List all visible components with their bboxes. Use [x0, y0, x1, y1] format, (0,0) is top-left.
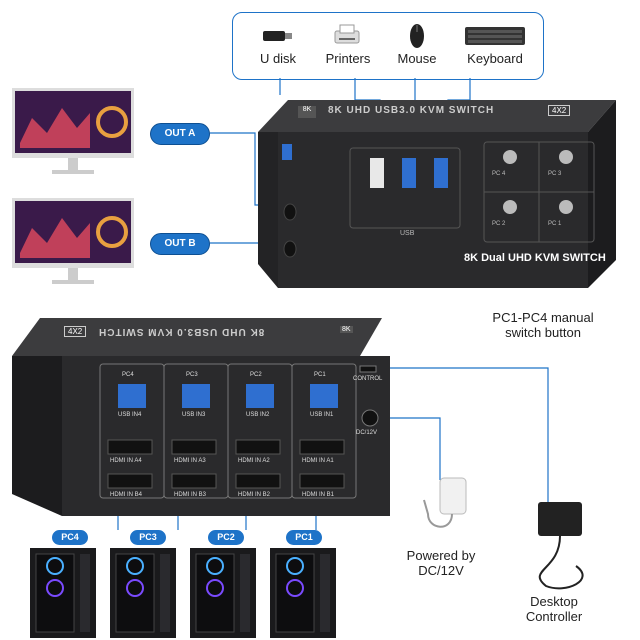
port-hdmi-b2-label: HDMI IN B2 [238, 492, 271, 498]
out-a-badge: OUT A [150, 123, 210, 145]
pc-towers [30, 548, 336, 638]
desktop-controller-icon [538, 502, 584, 590]
port-hdmi-a1-label: HDMI IN A1 [302, 458, 334, 464]
pc2-badge: PC2 [208, 530, 244, 545]
peripherals-panel: U disk Printers Mouse Keyboard [232, 12, 544, 80]
port-usb2-label: USB IN2 [246, 412, 270, 418]
out-b-badge: OUT B [150, 233, 210, 255]
control-label: CONTROL [353, 376, 383, 382]
monitor-b [12, 198, 136, 288]
port-usb1-label: USB IN1 [310, 412, 334, 418]
port-pc3-label: PC3 [186, 372, 198, 378]
manual-switch-callout: PC1-PC4 manual switch button [492, 310, 594, 340]
port-hdmi-b1-label: HDMI IN B1 [302, 492, 335, 498]
controller-callout: Desktop Controller [525, 594, 583, 624]
pc2-button-label: PC 2 [492, 221, 506, 227]
pc3-button-label: PC 3 [548, 171, 562, 177]
pc4-button-label: PC 4 [492, 171, 506, 177]
back-title: 8K UHD USB3.0 KVM SWITCH [98, 326, 265, 337]
pc4-badge: PC4 [52, 530, 88, 545]
peripheral-label-keyboard: Keyboard [467, 51, 523, 66]
port-hdmi-a3-label: HDMI IN A3 [174, 458, 206, 464]
front-model-badge: 4X2 [548, 105, 571, 116]
pc1-button-label: PC 1 [548, 221, 562, 227]
port-usb3-label: USB IN3 [182, 412, 206, 418]
mouse-icon [410, 24, 424, 48]
port-hdmi-a4-label: HDMI IN A4 [110, 458, 142, 464]
usb-label: USB [400, 230, 415, 237]
port-hdmi-a2-label: HDMI IN A2 [238, 458, 270, 464]
front-title: 8K UHD USB3.0 KVM SWITCH [328, 105, 495, 116]
back-model-badge: 4X2 [64, 326, 87, 337]
peripheral-label-printers: Printers [325, 51, 371, 66]
peripheral-label-udisk: U disk [259, 51, 297, 66]
peripheral-label-mouse: Mouse [397, 51, 437, 66]
power-adapter-icon [423, 477, 467, 528]
port-usb4-label: USB IN4 [118, 412, 142, 418]
keyboard-icon [465, 27, 525, 45]
power-callout: Powered by DC/12V [406, 548, 476, 578]
port-pc2-label: PC2 [250, 372, 262, 378]
kvm-back-unit: 8K UHD USB3.0 KVM SWITCH 4X2 8K PC4 USB … [10, 314, 392, 520]
pc3-badge: PC3 [130, 530, 166, 545]
port-pc4-label: PC4 [122, 372, 134, 378]
dc-label: DC/12V [356, 430, 378, 436]
brand-badge: 8K [298, 106, 316, 118]
pc1-badge: PC1 [286, 530, 322, 545]
port-hdmi-b3-label: HDMI IN B3 [174, 492, 207, 498]
port-pc1-label: PC1 [314, 372, 326, 378]
back-brand-badge: 8K [340, 326, 353, 333]
printer-icon [334, 24, 360, 44]
usb-drive-icon [263, 31, 292, 41]
front-subtitle: 8K Dual UHD KVM SWITCH [464, 252, 606, 264]
kvm-front-unit: 8K 8K UHD USB3.0 KVM SWITCH 4X2 USB PC 4… [248, 94, 618, 292]
monitor-a [12, 88, 136, 178]
port-hdmi-b4-label: HDMI IN B4 [110, 492, 143, 498]
